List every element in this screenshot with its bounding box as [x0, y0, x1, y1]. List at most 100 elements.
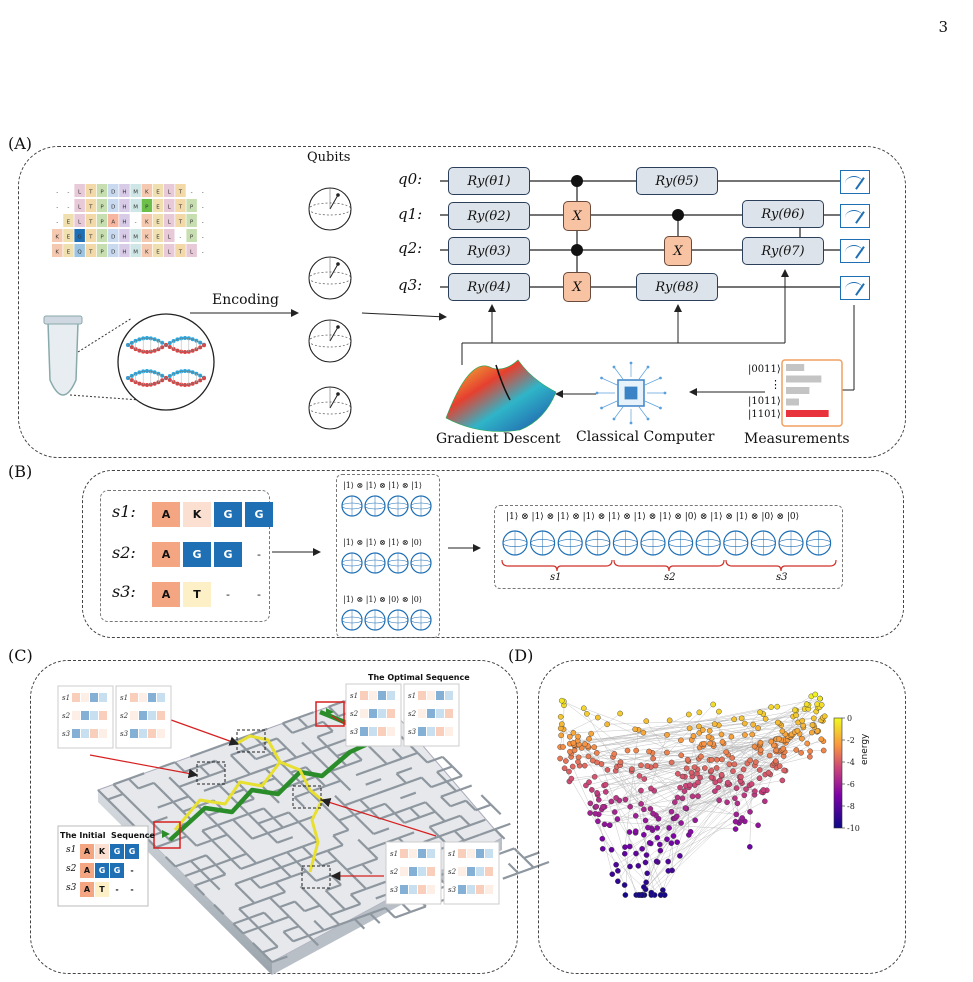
gate-ry-theta2: Ry(θ2): [448, 202, 530, 230]
graph-node: [608, 846, 615, 853]
graph-node: [708, 757, 715, 763]
graph-node: [635, 863, 642, 869]
msa-residue: -: [67, 190, 69, 196]
msa-residue: T: [178, 190, 183, 196]
graph-node: [575, 754, 582, 761]
mini-residue: [157, 711, 165, 720]
graph-node: [756, 775, 763, 782]
graph-node: [587, 800, 594, 807]
msa-residue: Q: [77, 250, 82, 256]
mini-residue: [369, 709, 377, 718]
explored-path: [173, 760, 324, 873]
graph-node: [629, 766, 635, 772]
msa-residue: -: [179, 235, 181, 241]
svg-text:s2: s2: [408, 710, 417, 718]
encoding-s1: |1⟩ ⊗ |1⟩ ⊗ |1⟩ ⊗ |1⟩: [343, 481, 422, 490]
graph-node: [668, 759, 675, 766]
optimal-sequence-title: The Optimal Sequence: [368, 673, 470, 682]
mini-residue: [369, 727, 377, 736]
graph-node: [818, 702, 825, 708]
initial-sequence-title: The Initial Sequence: [60, 831, 155, 840]
graph-node: [715, 784, 722, 791]
graph-node: [648, 889, 655, 896]
combined-box: [494, 505, 843, 589]
graph-node: [665, 858, 671, 865]
initial-row-label: s1: [66, 845, 77, 855]
mini-residue: [400, 885, 408, 894]
graph-node: [601, 821, 608, 828]
graph-node: [563, 758, 569, 764]
graph-node: [643, 852, 650, 858]
graph-node: [640, 729, 647, 736]
msa-residue: D: [111, 250, 115, 256]
graph-node: [732, 818, 739, 825]
graph-node: [570, 740, 577, 746]
graph-node: [747, 809, 753, 815]
graph-node: [617, 759, 624, 765]
graph-node: [632, 828, 639, 834]
mini-residue: [418, 885, 426, 894]
graph-node: [760, 787, 767, 793]
mini-residue: [418, 849, 426, 858]
svg-text:s3: s3: [408, 728, 417, 736]
measurement-state-0: |0011⟩: [748, 364, 781, 375]
graph-node: [674, 794, 681, 801]
dna-icon: [126, 336, 206, 387]
loss-surface-icon: [445, 359, 557, 432]
graph-node: [682, 805, 689, 811]
msa-residue: L: [168, 190, 172, 196]
graph-node: [731, 716, 737, 723]
graph-node: [647, 806, 654, 812]
graph-node: [591, 744, 598, 750]
graph-node: [772, 758, 779, 764]
msa-residue: M: [133, 250, 138, 256]
mini-residue: [458, 885, 466, 894]
graph-node: [595, 714, 601, 721]
msa-residue: K: [55, 250, 59, 256]
initial-residue: A: [80, 863, 94, 878]
colorbar-tick-label: -8: [847, 802, 855, 811]
msa-residue: E: [67, 220, 71, 226]
initial-residue: -: [115, 885, 119, 894]
mini-residue: [400, 867, 408, 876]
graph-node: [691, 764, 698, 770]
residue-cell: -: [257, 548, 261, 561]
graph-node: [557, 713, 564, 720]
mini-residue: [436, 691, 444, 700]
initial-row-label: s2: [66, 864, 77, 874]
group-braces: [501, 559, 837, 572]
histogram-bar: [786, 398, 799, 406]
initial-residue: -: [130, 885, 134, 894]
gate-ry-theta4: Ry(θ4): [448, 273, 530, 301]
graph-node: [747, 844, 753, 850]
graph-node: [719, 739, 726, 745]
mini-residue: [369, 691, 377, 700]
graph-node: [561, 765, 568, 772]
graph-node: [776, 763, 783, 769]
graph-node: [639, 846, 645, 852]
mini-residue: [157, 729, 165, 738]
graph-node: [695, 779, 701, 786]
encoding-s2: |1⟩ ⊗ |1⟩ ⊗ |1⟩ ⊗ |0⟩: [343, 538, 422, 547]
histogram-bar: [786, 387, 810, 394]
msa-residue: -: [202, 250, 204, 256]
graph-node: [617, 710, 623, 717]
start-marker: [153, 821, 181, 849]
graph-node: [613, 795, 619, 801]
colorbar: [833, 717, 843, 829]
residue-cell: A: [152, 502, 180, 527]
graph-node: [569, 763, 576, 770]
graph-node: [748, 781, 755, 787]
graph-node: [624, 747, 631, 754]
graph-node: [697, 774, 703, 781]
msa-residue: E: [156, 250, 160, 256]
graph-node: [641, 884, 647, 890]
msa-residue: P: [100, 220, 104, 226]
colorbar-tick-label: -10: [847, 824, 860, 833]
graph-node: [586, 736, 592, 742]
msa-residue: E: [156, 220, 160, 226]
initial-residue: -: [130, 866, 134, 875]
